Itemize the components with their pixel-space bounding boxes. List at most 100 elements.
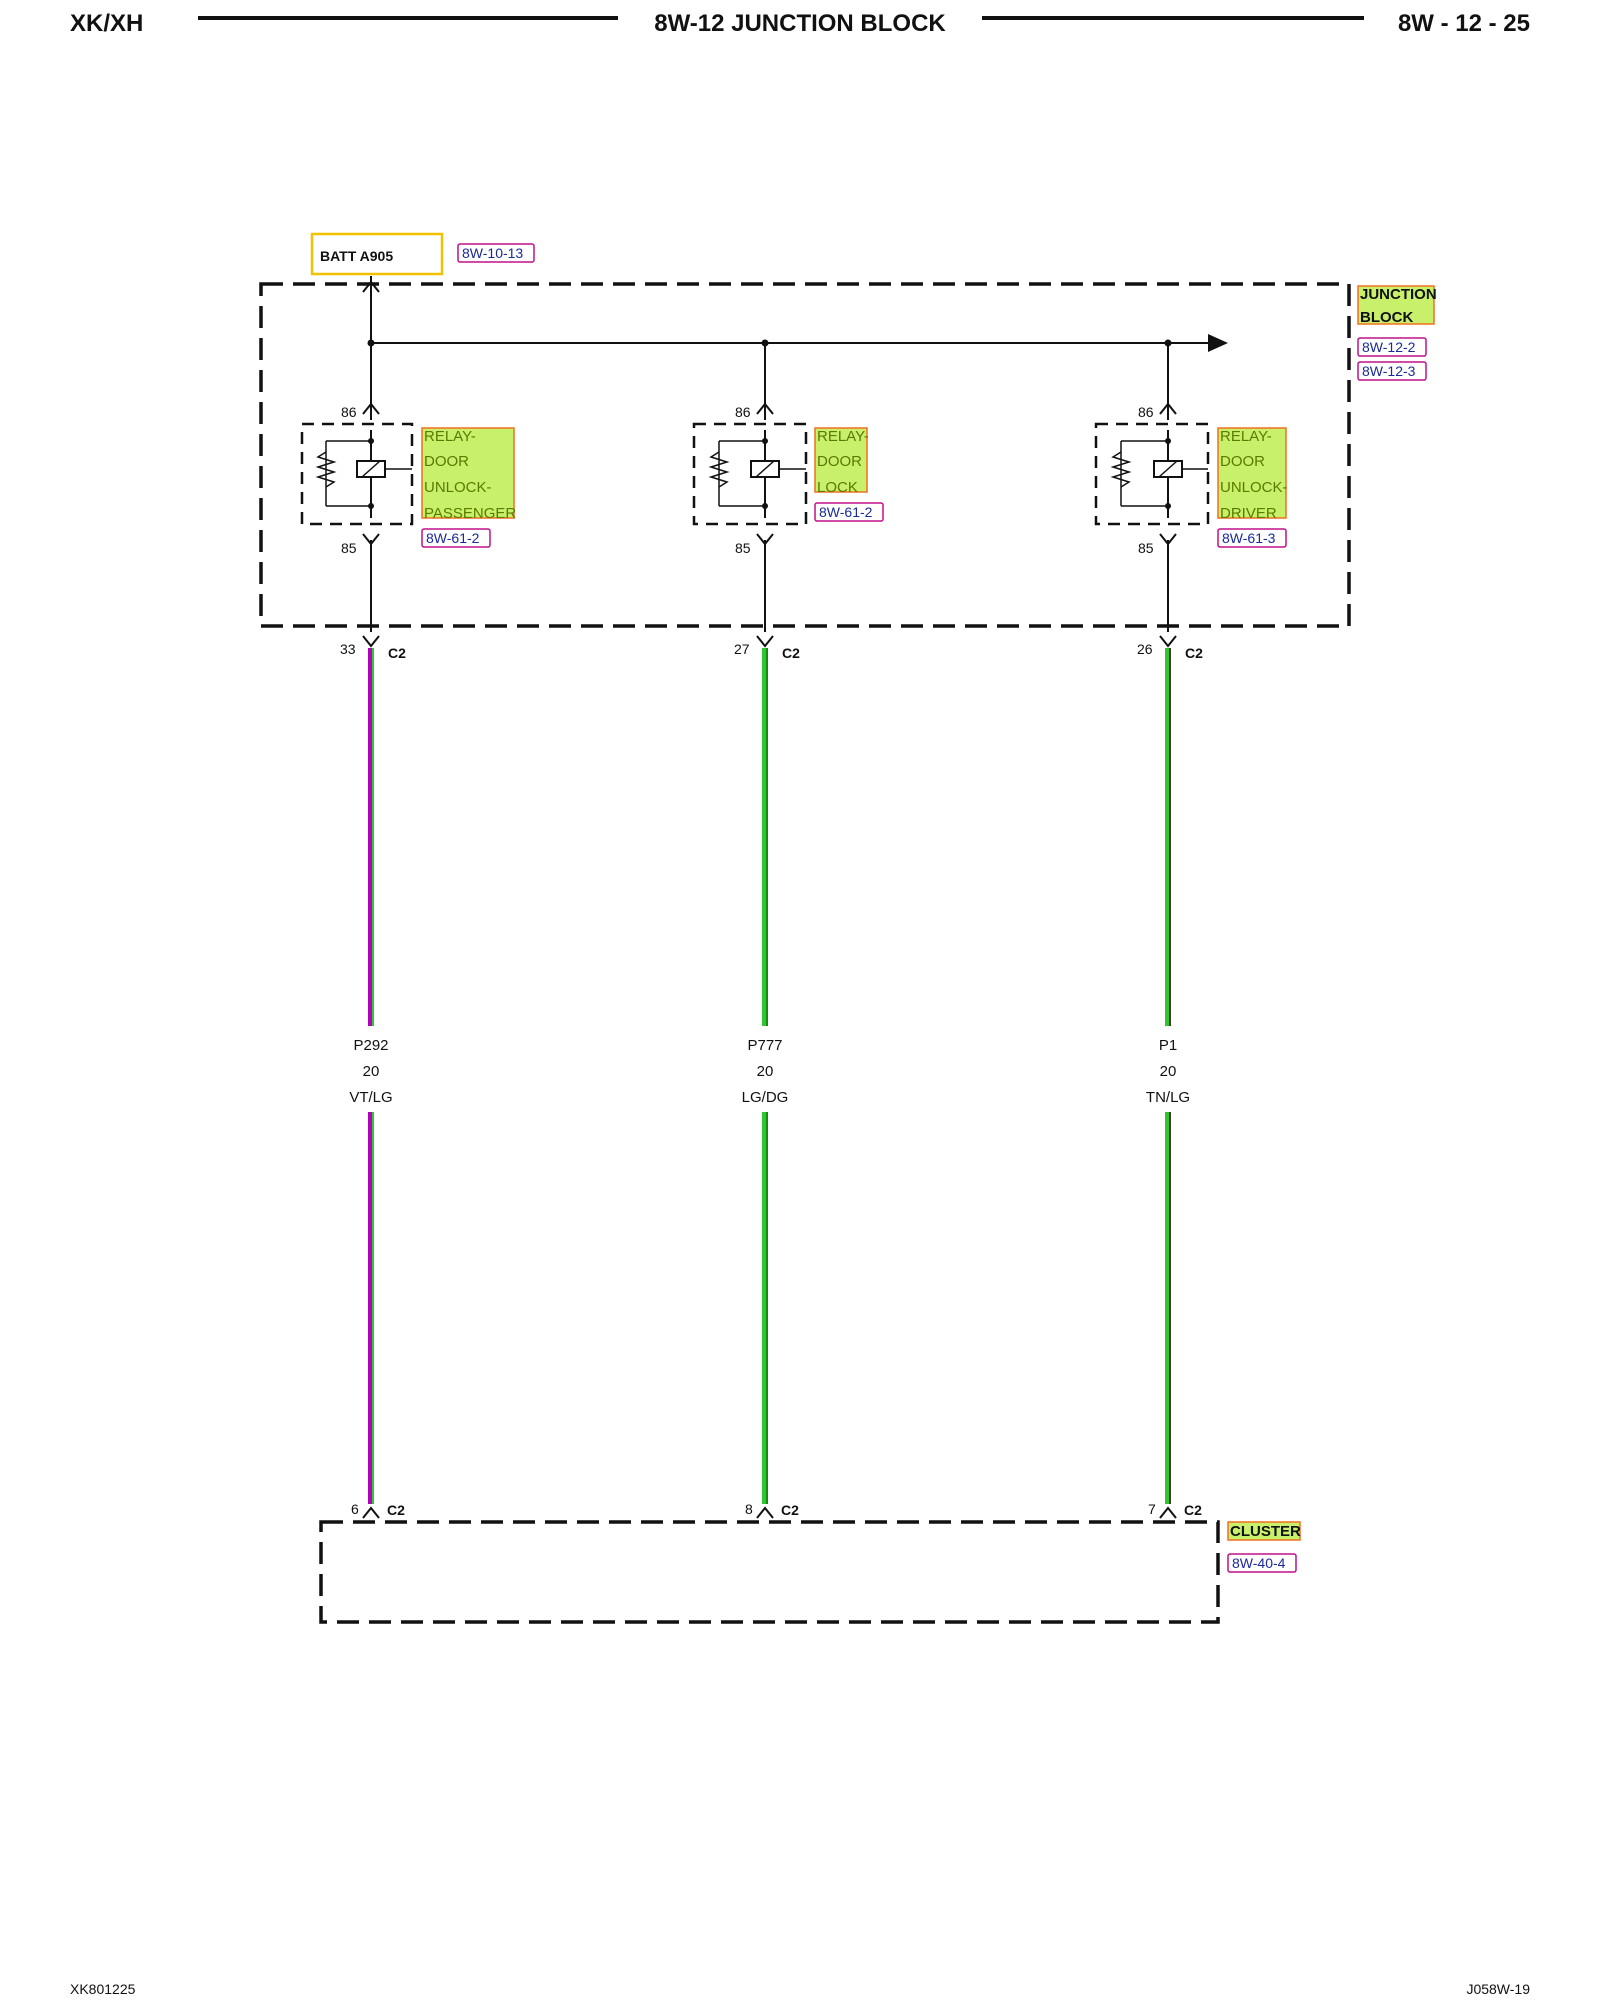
- junction-block-ref-box-2[interactable]: [1357, 361, 1427, 381]
- cluster-outline: [319, 1520, 1220, 1624]
- pin-arrow-icon: [1159, 402, 1177, 415]
- connector-c2-top-26: 26 C2: [1137, 635, 1203, 661]
- connector-c2-bottom-8: 8 C2: [745, 1501, 799, 1519]
- connector-arrow-icon: [362, 1506, 380, 1519]
- relay-ref-box[interactable]: [421, 528, 491, 548]
- connector-name: C2: [781, 1502, 799, 1518]
- relay-outline: [300, 422, 414, 526]
- relay-label-line: RELAY-: [1220, 428, 1272, 445]
- relay-resistor-icon: [1110, 451, 1132, 488]
- wire-circuit: P1: [1159, 1037, 1177, 1054]
- junction-block-label-box: [1357, 285, 1435, 325]
- connector-c2-top-27: 27 C2: [734, 635, 800, 661]
- connector-name: C2: [388, 645, 406, 661]
- pin-arrow-icon: [756, 402, 774, 415]
- connector-arrow-icon: [1159, 1506, 1177, 1519]
- connector-arrow-icon: [756, 635, 774, 648]
- relay-label-box: [421, 427, 515, 519]
- relay-label-line: UNLOCK-: [424, 479, 492, 496]
- connector-name: C2: [782, 645, 800, 661]
- relay-pin-86: 86: [341, 404, 357, 420]
- page-title: 8W-12 JUNCTION BLOCK: [654, 10, 946, 37]
- connector-name: C2: [1185, 645, 1203, 661]
- source-box: [310, 232, 444, 276]
- cavity-number: 6: [351, 1501, 359, 1517]
- batt-feed-arrow-icon: [362, 280, 380, 293]
- connector-arrow-icon: [756, 1506, 774, 1519]
- power-bus-arrow-icon: [1208, 334, 1228, 352]
- wire-p777-upper[interactable]: [762, 648, 768, 1026]
- wire-color: LG/DG: [742, 1089, 789, 1106]
- relay-door-unlock-passenger: 86 85: [300, 343, 414, 632]
- relay-ref[interactable]: 8W-61-2: [426, 530, 480, 546]
- relay-label-line: PASSENGER: [424, 505, 516, 522]
- relay-pin-85: 85: [1138, 540, 1154, 556]
- relay-label-box: [814, 427, 868, 493]
- connector-arrow-icon: [362, 635, 380, 648]
- relay-resistor-icon: [708, 451, 730, 488]
- junction-block-ref-1[interactable]: 8W-12-2: [1362, 339, 1416, 355]
- relay-label-line: RELAY-: [817, 428, 869, 445]
- relay-pin-86: 86: [1138, 404, 1154, 420]
- relay-ref[interactable]: 8W-61-2: [819, 504, 873, 520]
- relay-pin-85: 85: [735, 540, 751, 556]
- relay-ref-box[interactable]: [1217, 528, 1287, 548]
- relay-door-lock: 86 85: [692, 343, 808, 632]
- relay-resistor-icon: [315, 451, 337, 488]
- header-left: XK/XH: [70, 10, 143, 37]
- relay-pin-86: 86: [735, 404, 751, 420]
- connector-c2-top-33: 33 C2: [340, 635, 406, 661]
- wire-gauge: 20: [363, 1063, 380, 1080]
- source-ref-box[interactable]: [457, 243, 535, 263]
- cavity-number: 8: [745, 1501, 753, 1517]
- wire-gauge: 20: [1160, 1063, 1177, 1080]
- relay-pin-85: 85: [341, 540, 357, 556]
- cluster-label-box: [1227, 1521, 1301, 1541]
- cluster-label: CLUSTER: [1230, 1523, 1301, 1540]
- wire-circuit: P292: [353, 1037, 388, 1054]
- connector-arrow-icon: [1159, 635, 1177, 648]
- cluster-ref-box[interactable]: [1227, 1553, 1297, 1573]
- relay-label-line: RELAY-: [424, 428, 476, 445]
- wire-p777-lower[interactable]: [762, 1112, 768, 1504]
- wire-color: TN/LG: [1146, 1089, 1190, 1106]
- relay-ref[interactable]: 8W-61-3: [1222, 530, 1276, 546]
- junction-block-label-2: BLOCK: [1360, 309, 1413, 326]
- cavity-number: 27: [734, 641, 750, 657]
- relay-outline: [692, 422, 808, 526]
- relay-label-line: LOCK: [817, 479, 858, 496]
- cavity-number: 26: [1137, 641, 1153, 657]
- relay-label-box: [1217, 427, 1287, 519]
- wire-p1-lower[interactable]: [1165, 1112, 1171, 1504]
- junction-block-ref-2[interactable]: 8W-12-3: [1362, 363, 1416, 379]
- connector-c2-bottom-7: 7 C2: [1148, 1501, 1202, 1519]
- header-right: 8W - 12 - 25: [1398, 10, 1530, 37]
- connector-c2-bottom-6: 6 C2: [351, 1501, 405, 1519]
- footer-right: J058W-19: [1466, 1981, 1530, 1997]
- wire-p292-upper[interactable]: [368, 648, 374, 1026]
- source-ref[interactable]: 8W-10-13: [462, 245, 523, 261]
- relay-label-line: UNLOCK-: [1220, 479, 1288, 496]
- connector-name: C2: [387, 1502, 405, 1518]
- relay-label-line: DOOR: [817, 453, 862, 470]
- cavity-number: 33: [340, 641, 356, 657]
- wire-color: VT/LG: [349, 1089, 392, 1106]
- relay-label-line: DOOR: [1220, 453, 1265, 470]
- relay-label-line: DOOR: [424, 453, 469, 470]
- relay-outline: [1094, 422, 1210, 526]
- wire-circuit: P777: [747, 1037, 782, 1054]
- junction-block-outline: [259, 282, 1351, 628]
- wire-p292-lower[interactable]: [368, 1112, 374, 1504]
- pin-arrow-icon: [362, 402, 380, 415]
- footer-left: XK801225: [70, 1981, 136, 1997]
- relay-ref-box[interactable]: [814, 502, 884, 522]
- wire-gauge: 20: [757, 1063, 774, 1080]
- wire-p1-upper[interactable]: [1165, 648, 1171, 1026]
- junction-block-label-1: JUNCTION: [1360, 286, 1437, 303]
- junction-block-ref-box-1[interactable]: [1357, 337, 1427, 357]
- relay-label-line: DRIVER: [1220, 505, 1277, 522]
- connector-name: C2: [1184, 1502, 1202, 1518]
- cluster-ref[interactable]: 8W-40-4: [1232, 1555, 1286, 1571]
- cavity-number: 7: [1148, 1501, 1156, 1517]
- relay-door-unlock-driver: 86 85: [1094, 343, 1210, 632]
